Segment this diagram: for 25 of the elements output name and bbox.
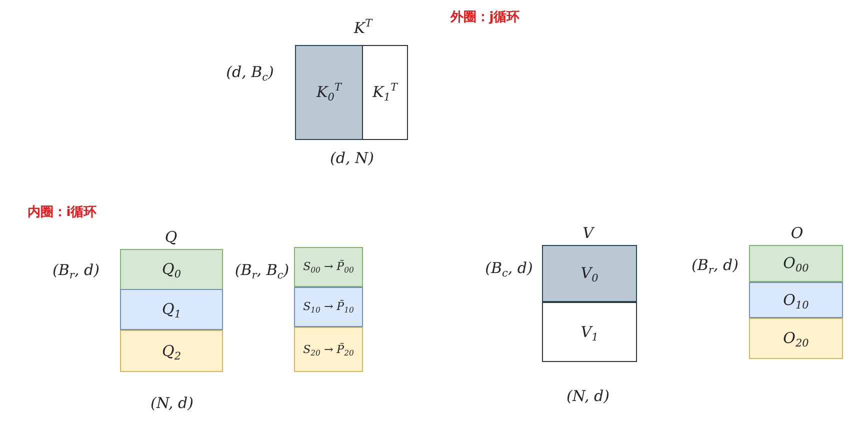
- dimension-label: (d, N): [330, 149, 374, 167]
- matrix-block: O$_{10}$: [749, 282, 843, 318]
- matrix-block: O$_{20}$: [749, 318, 843, 359]
- matrix-title: Q: [164, 228, 178, 246]
- dimension-label: (B$_{c}$, d): [485, 259, 533, 277]
- matrix-block: S$_{00}$ → P̃$_{00}$: [294, 247, 363, 287]
- matrix-block: Q$_{2}$: [120, 330, 223, 372]
- loop-note: 内圈：i循环: [27, 204, 97, 221]
- matrix-title: O: [790, 224, 804, 242]
- matrix-block: S$_{20}$ → P̃$_{20}$: [294, 327, 363, 372]
- matrix-title: V: [582, 224, 594, 242]
- matrix-block: V$_{1}$: [542, 302, 637, 362]
- dimension-label: (B$_{r}$, B$_{c}$): [234, 261, 290, 279]
- matrix-block: V$_{0}$: [542, 245, 637, 302]
- dimension-label: (d, B$_{c}$): [226, 63, 274, 81]
- dimension-label: (N, d): [150, 394, 194, 412]
- matrix-block: Q$_{1}$: [120, 289, 223, 330]
- matrix-block: O$_{00}$: [749, 245, 843, 282]
- dimension-label: (B$_{r}$, d): [52, 261, 100, 279]
- matrix-block: Q$_{0}$: [120, 249, 223, 290]
- matrix-title: K$^{T}$: [354, 19, 372, 37]
- dimension-label: (B$_{r}$, d): [692, 256, 738, 274]
- matrix-block: S$_{10}$ → P̃$_{10}$: [294, 287, 363, 327]
- dimension-label: (N, d): [566, 387, 610, 405]
- loop-note: 外圈：j循环: [450, 9, 520, 26]
